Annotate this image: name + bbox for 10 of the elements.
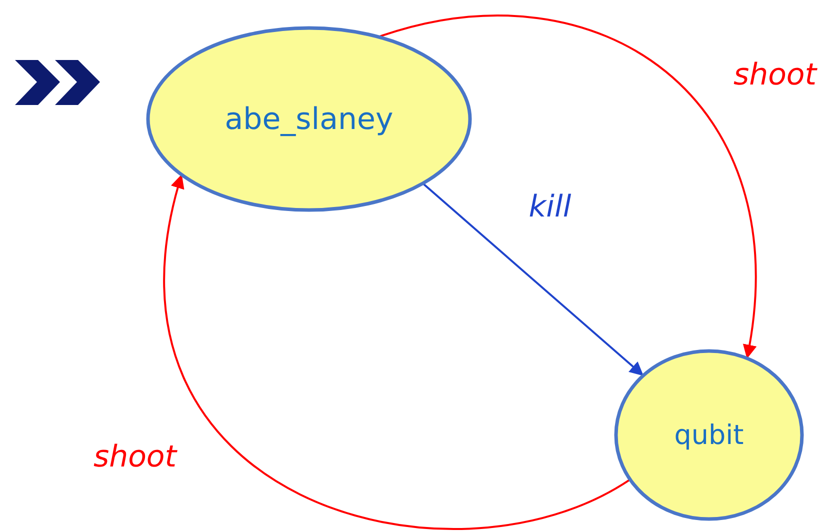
state-label: abe_slaney [224, 102, 394, 136]
edge-label: shoot [93, 440, 177, 474]
state-label: qubit [674, 420, 744, 450]
state-ellipse [614, 349, 804, 521]
arrow [380, 14, 756, 359]
state-ellipse [146, 26, 472, 212]
arrow [164, 174, 630, 530]
edge-label: shoot [733, 58, 817, 92]
edge-label: kill [528, 190, 572, 224]
arrow [422, 183, 644, 376]
